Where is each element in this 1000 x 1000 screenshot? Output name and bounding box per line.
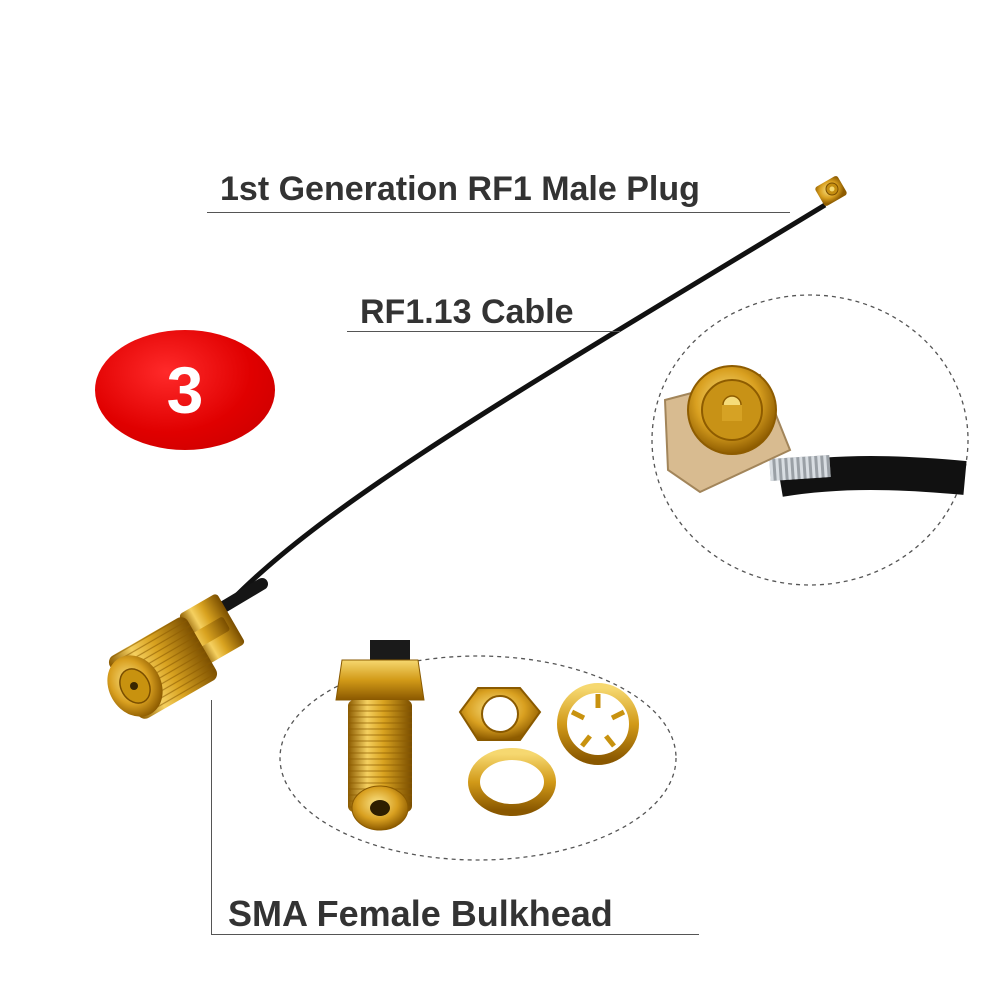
bulkhead-label: SMA Female Bulkhead xyxy=(228,893,613,934)
plug-label-underline xyxy=(207,212,790,213)
plug-detail-circle xyxy=(651,294,969,586)
variant-number: 3 xyxy=(166,353,204,427)
cable-label: RF1.13 Cable xyxy=(360,293,574,331)
sma-connector xyxy=(107,594,245,719)
bulkhead-parts-circle xyxy=(279,640,677,861)
bulkhead-label-underline xyxy=(211,934,699,935)
bulkhead-leader-line xyxy=(211,700,212,934)
rf1-male-plug xyxy=(815,176,847,206)
plug-label: 1st Generation RF1 Male Plug xyxy=(220,170,700,208)
variant-number-badge: 3 xyxy=(95,330,275,450)
cable-label-underline xyxy=(347,331,620,332)
